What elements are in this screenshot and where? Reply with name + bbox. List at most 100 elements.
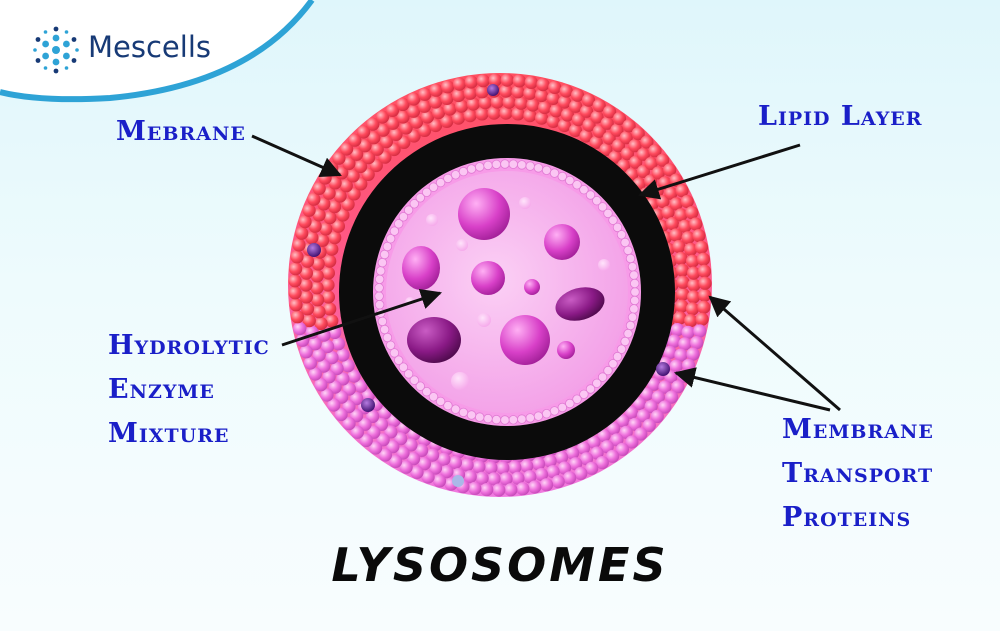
membrane-bead [528, 480, 542, 494]
inner-membrane-bead [382, 241, 393, 252]
membrane-bead [298, 215, 312, 229]
membrane-bead [663, 163, 677, 177]
membrane-bead [488, 73, 502, 87]
membrane-bead [576, 441, 591, 455]
membrane-bead [585, 461, 599, 475]
vesicle [471, 261, 505, 295]
membrane-bead [548, 80, 562, 94]
membrane-bead [452, 77, 466, 91]
label-membrane: Mebrane [116, 115, 246, 149]
membrane-bead [543, 454, 557, 468]
membrane-bead [536, 78, 550, 92]
inner-membrane-bead [483, 413, 493, 424]
transport-protein [361, 398, 375, 412]
membrane-bead [466, 97, 480, 111]
inner-membrane-bead [597, 372, 608, 382]
membrane-bead [389, 127, 403, 141]
membrane-bead [676, 287, 690, 301]
membrane-bead [451, 88, 466, 103]
membrane-bead [308, 367, 322, 381]
membrane-bead [600, 440, 614, 454]
membrane-bead [289, 298, 303, 312]
membrane-bead [418, 87, 432, 101]
membrane-bead [406, 104, 421, 118]
inner-membrane-bead [398, 212, 409, 222]
membrane-bead [310, 281, 324, 295]
membrane-bead [312, 305, 326, 319]
membrane-bead [346, 169, 360, 183]
membrane-bead [570, 88, 585, 102]
membrane-bead [325, 314, 339, 328]
inner-membrane-bead [385, 233, 396, 244]
membrane-bead [487, 472, 501, 486]
inner-membrane-bead [466, 410, 477, 420]
label-line: Enzyme [108, 374, 215, 405]
membrane-bead [504, 483, 518, 497]
inner-membrane-bead [616, 344, 627, 354]
membrane-bead [514, 96, 528, 110]
membrane-bead [399, 460, 413, 474]
membrane-bead [492, 483, 506, 497]
membrane-bead [603, 105, 617, 119]
membrane-bead [534, 88, 549, 103]
membrane-bead [475, 85, 489, 99]
membrane-bead [396, 110, 410, 124]
vesicle [598, 259, 610, 271]
membrane-bead [658, 380, 672, 394]
label-membrane-text: Mebrane [116, 116, 246, 147]
inner-membrane-bead [394, 355, 404, 365]
inner-membrane-bead [612, 222, 623, 233]
membrane-bead [698, 276, 712, 290]
membrane-bead [336, 348, 350, 362]
membrane-bead [606, 449, 620, 463]
membrane-bead [418, 123, 432, 137]
inner-membrane-bead [557, 171, 568, 182]
membrane-bead [441, 80, 455, 94]
membrane-bead [616, 414, 630, 428]
inner-membrane-bead [592, 195, 602, 206]
membrane-bead [302, 203, 316, 217]
membrane-bead [694, 240, 709, 254]
membrane-bead [417, 99, 431, 113]
inner-membrane-bead [541, 165, 552, 176]
inner-membrane-bead [500, 415, 510, 425]
membrane-bead [681, 325, 695, 339]
membrane-bead [322, 186, 336, 200]
membrane-bead [340, 142, 354, 156]
membrane-bead [667, 334, 681, 348]
inner-membrane-bead [443, 173, 453, 184]
membrane-bead [568, 123, 583, 137]
inner-membrane-bead [533, 411, 544, 421]
membrane-bead [359, 433, 373, 447]
inner-membrane-bead [630, 287, 640, 297]
vesicle [544, 224, 580, 260]
membrane-bead [342, 417, 356, 431]
membrane-bead [432, 474, 447, 488]
vesicle [456, 239, 468, 251]
inner-membrane-bead [565, 175, 575, 186]
membrane-bead [358, 139, 372, 153]
membrane-bead [595, 456, 609, 470]
membrane-bead [612, 111, 627, 126]
membrane-bead [685, 254, 700, 268]
inner-membrane-beads [374, 159, 640, 425]
membrane-bead [640, 135, 654, 149]
membrane-bead [308, 219, 322, 233]
membrane-bead [589, 135, 603, 149]
inner-membrane-bead [630, 278, 640, 289]
membrane-bead [511, 471, 525, 485]
membrane-bead [328, 231, 342, 245]
membrane-bead [334, 407, 348, 422]
membrane-bead [429, 118, 443, 133]
membrane-bead [684, 242, 698, 256]
membrane-bead [484, 461, 498, 475]
membrane-bead [314, 378, 328, 392]
inner-membrane-bead [627, 262, 638, 272]
membrane-bead [685, 206, 699, 220]
inner-membrane-bead [466, 164, 477, 174]
membrane-bead [539, 478, 554, 492]
membrane-bead [697, 300, 711, 314]
membrane-bead [642, 418, 656, 432]
inner-membrane-bead [603, 365, 613, 376]
